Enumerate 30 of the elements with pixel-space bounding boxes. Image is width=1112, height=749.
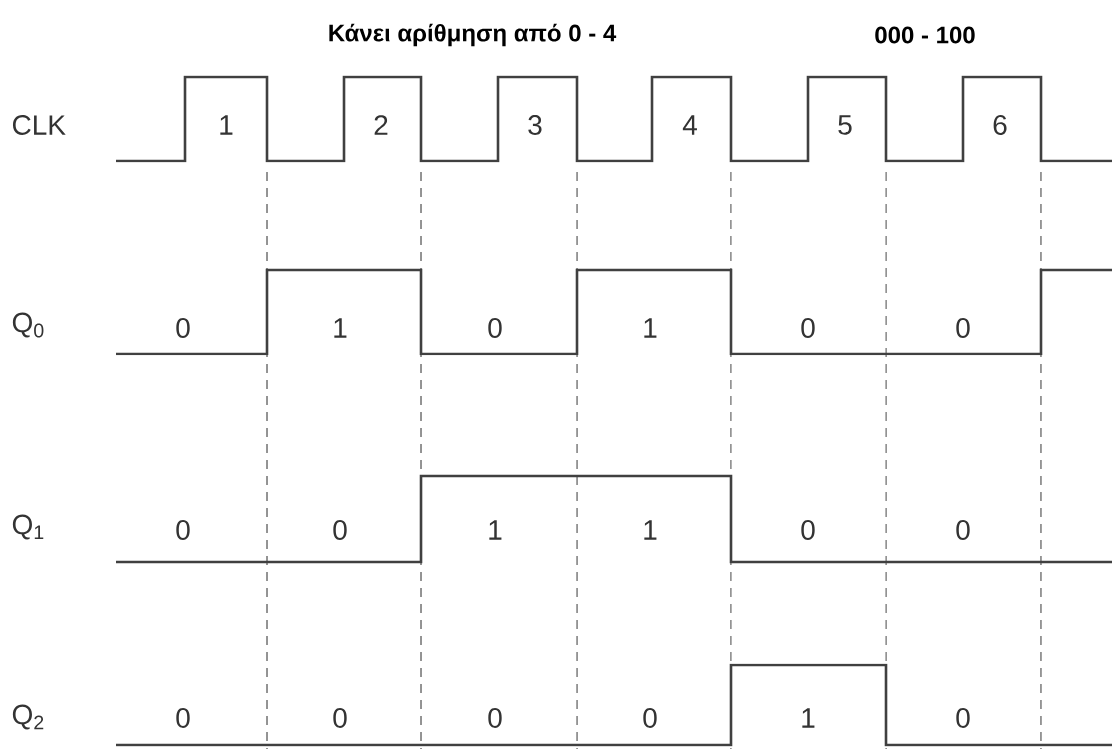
bit-value: 0 bbox=[488, 708, 502, 728]
bit-value: 0 bbox=[956, 318, 970, 338]
bit-value: 4 bbox=[682, 115, 697, 135]
bit-value: 1 bbox=[644, 520, 657, 540]
bit-value: 0 bbox=[333, 520, 347, 540]
bit-value: 0 bbox=[801, 520, 815, 540]
bit-value: 0 bbox=[176, 318, 190, 338]
bit-value: 6 bbox=[993, 115, 1007, 135]
bit-value: 0 bbox=[488, 318, 502, 338]
bit-value: 1 bbox=[489, 520, 502, 540]
bit-value: 5 bbox=[838, 115, 852, 135]
bit-value: 0 bbox=[956, 708, 970, 728]
bit-value: 0 bbox=[176, 520, 190, 540]
bit-value: 2 bbox=[374, 115, 388, 135]
bit-value: 1 bbox=[220, 115, 233, 135]
header-text: 000 - 100 bbox=[875, 26, 975, 44]
bit-value: 1 bbox=[802, 708, 815, 728]
bit-value: 0 bbox=[801, 318, 815, 338]
bit-value: 0 bbox=[333, 708, 347, 728]
bit-value: 0 bbox=[643, 708, 657, 728]
title: Κάνει αρίθμηση από 0 - 4 bbox=[329, 23, 617, 47]
bit-value: 3 bbox=[528, 115, 542, 135]
bit-value: 1 bbox=[334, 318, 347, 338]
bit-value: 0 bbox=[956, 520, 970, 540]
signal-name: CLK bbox=[12, 115, 66, 135]
signal-name: Q$_{1}$ bbox=[12, 514, 44, 540]
bit-value: 1 bbox=[644, 318, 657, 338]
signal-name: Q$_{2}$ bbox=[12, 704, 44, 730]
bit-value: 0 bbox=[176, 708, 190, 728]
signal-name: Q$_{0}$ bbox=[12, 312, 44, 338]
